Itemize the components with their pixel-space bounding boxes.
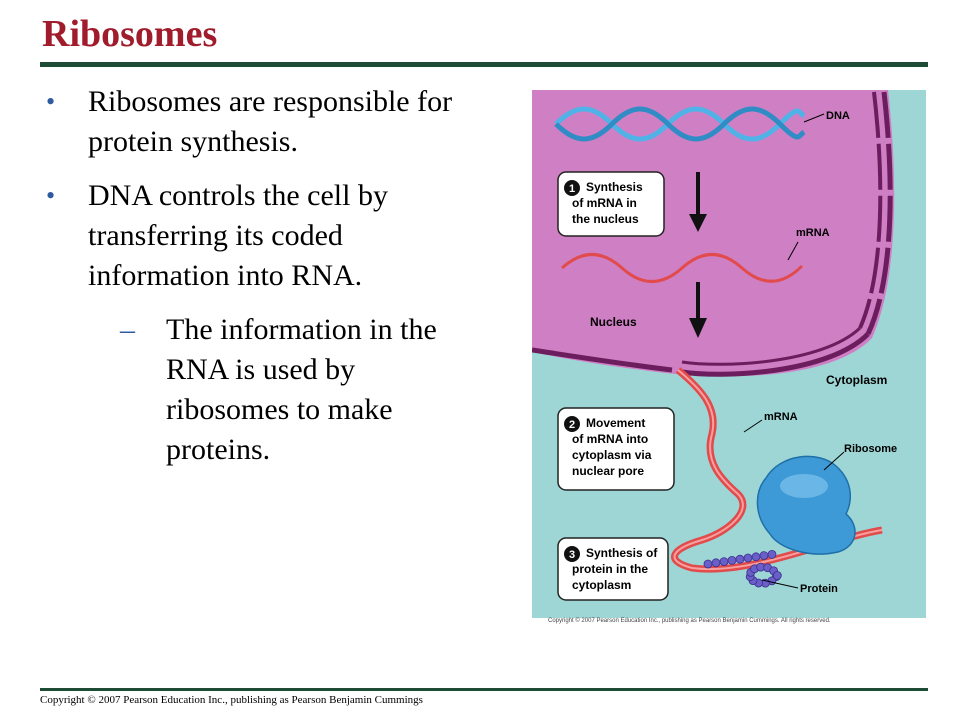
bullet-list: • Ribosomes are responsible for protein …	[42, 82, 462, 470]
step-1-line-3: the nucleus	[572, 212, 639, 226]
mrna-top-leader-line	[787, 241, 799, 261]
nuclear-envelope-bottom-inner	[681, 326, 862, 366]
step-3-number: 3	[569, 549, 575, 561]
step-3-line-2: protein in the	[572, 562, 648, 576]
protein-leader-line	[761, 579, 799, 589]
protein-bead	[767, 549, 777, 559]
protein-bead	[743, 553, 753, 563]
ribosome-label: Ribosome	[844, 443, 897, 455]
title-divider	[40, 62, 928, 67]
nuclear-envelope-outer	[865, 91, 893, 336]
nucleus-region	[532, 90, 895, 377]
protein-bead	[759, 551, 769, 561]
cytoplasm-label: Cytoplasm	[826, 373, 887, 387]
protein-bead	[772, 571, 782, 580]
protein-label: Protein	[800, 583, 838, 595]
step-1-number: 1	[569, 183, 575, 195]
step-1-box	[557, 171, 665, 237]
protein-chain	[703, 549, 782, 588]
mrna-top-label: mRNA	[796, 227, 830, 239]
arrow-2-head	[689, 318, 707, 338]
step-3-line-3: cytoplasm	[572, 578, 631, 592]
nuclear-envelope-bottom-left	[531, 347, 673, 373]
step-2-box	[557, 407, 675, 491]
mrna-ribbon-highlight	[673, 369, 883, 571]
ribosome-shape	[756, 455, 856, 555]
step-3-number-badge	[564, 546, 580, 562]
ribosome-leader-line	[823, 451, 845, 471]
bullet-item: • DNA controls the cell by transferring …	[42, 176, 462, 296]
mrna-nucleus-strand	[560, 253, 804, 283]
ribosome-highlight	[780, 474, 828, 498]
arrow-1-head	[689, 214, 707, 232]
nuclear-envelope-bottom-right	[681, 332, 870, 377]
step-1-line-2: of mRNA in	[572, 196, 637, 210]
step-2-number: 2	[569, 419, 575, 431]
step-2-line-2: of mRNA into	[572, 432, 648, 446]
figure-copyright: Copyright © 2007 Pearson Education Inc.,…	[548, 618, 831, 624]
sub-bullet-item: – The information in the RNA is used by …	[42, 310, 462, 470]
bullet-text: Ribosomes are responsible for protein sy…	[88, 85, 453, 158]
footer-divider	[40, 688, 928, 691]
bullet-marker: •	[46, 181, 56, 210]
dna-strand-b	[554, 106, 806, 142]
bullet-item: • Ribosomes are responsible for protein …	[42, 82, 462, 162]
protein-bead	[703, 559, 713, 569]
protein-bead	[711, 558, 721, 568]
slide-footer: Copyright © 2007 Pearson Education Inc.,…	[40, 694, 423, 706]
protein-synthesis-diagram: DNA 1 Synthesis of mRNA in the nucleus m…	[531, 90, 926, 618]
slide-title: Ribosomes	[42, 13, 218, 55]
protein-bead	[735, 554, 745, 564]
dna-leader-line	[803, 113, 825, 123]
step-3-box	[557, 537, 669, 601]
protein-bead	[719, 557, 729, 567]
step-1-line-1: Synthesis	[586, 180, 643, 194]
nuclear-envelope-inner	[858, 91, 883, 329]
mrna-bottom-leader-line	[743, 419, 763, 433]
ribosome-figure: DNA 1 Synthesis of mRNA in the nucleus m…	[531, 90, 926, 618]
step-1-number-badge	[564, 180, 580, 196]
step-2-number-badge	[564, 416, 580, 432]
step-2-line-3: cytoplasm via	[572, 448, 652, 462]
sub-bullet-text: The information in the RNA is used by ri…	[166, 313, 437, 466]
bullet-text: DNA controls the cell by transferring it…	[88, 179, 388, 292]
protein-bead	[751, 552, 761, 562]
nucleus-label: Nucleus	[590, 315, 637, 329]
sub-bullet-marker: –	[120, 313, 135, 346]
dna-label: DNA	[826, 110, 850, 122]
bullet-marker: •	[46, 87, 56, 116]
protein-bead	[727, 555, 737, 565]
mrna-bottom-label: mRNA	[764, 411, 798, 423]
step-2-line-4: nuclear pore	[572, 464, 644, 478]
step-3-line-1: Synthesis of	[586, 546, 658, 560]
step-2-line-1: Movement	[586, 416, 645, 430]
